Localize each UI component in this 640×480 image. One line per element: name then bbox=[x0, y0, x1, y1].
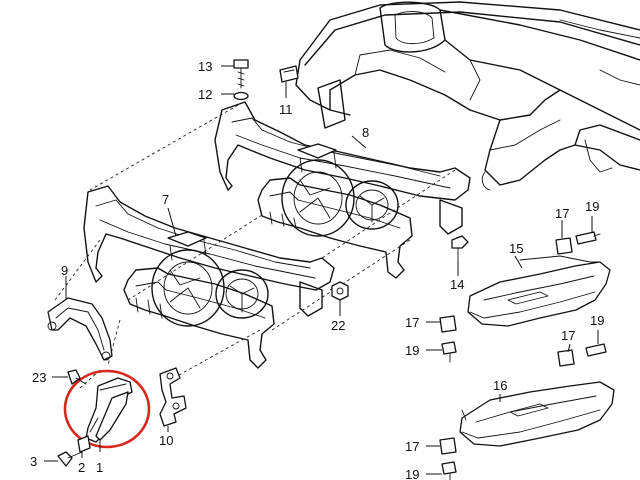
callout-13: 13 bbox=[198, 59, 212, 74]
washer-12-icon bbox=[233, 91, 249, 101]
callout-19-mid-right: 19 bbox=[590, 313, 604, 328]
callout-8: 8 bbox=[362, 125, 369, 140]
clip-17-icon bbox=[439, 437, 457, 455]
callout-14: 14 bbox=[450, 277, 464, 292]
clip-11-icon bbox=[279, 65, 299, 83]
underbody-panel-15 bbox=[467, 255, 611, 327]
clip-17-icon bbox=[555, 237, 573, 255]
strut-part-1 bbox=[85, 377, 133, 443]
lock-carrier-8 bbox=[214, 101, 471, 279]
callout-19-bottom-left: 19 bbox=[405, 467, 419, 480]
callout-23: 23 bbox=[32, 370, 46, 385]
screw-3-icon bbox=[57, 451, 83, 467]
callout-22: 22 bbox=[331, 318, 345, 333]
bracket-10 bbox=[159, 367, 187, 427]
callout-17-mid-left: 17 bbox=[405, 315, 419, 330]
callout-15: 15 bbox=[509, 241, 523, 256]
callout-7: 7 bbox=[162, 192, 169, 207]
callout-labels: 13 12 11 8 7 9 10 22 14 15 16 17 19 17 1… bbox=[30, 59, 604, 480]
bolt-14-icon bbox=[451, 235, 469, 263]
callout-17-top-right: 17 bbox=[555, 206, 569, 221]
callout-11: 11 bbox=[279, 102, 293, 117]
bolt-19-icon bbox=[585, 343, 607, 357]
callout-19-mid-left: 19 bbox=[405, 343, 419, 358]
bolt-19-icon bbox=[441, 461, 457, 480]
screw-13-icon bbox=[233, 59, 249, 89]
clip-2-icon bbox=[77, 435, 91, 453]
screw-23-icon bbox=[67, 369, 87, 385]
callout-9: 9 bbox=[61, 263, 68, 278]
bolt-19-icon bbox=[441, 341, 457, 363]
callout-12: 12 bbox=[198, 87, 212, 102]
callout-17-bottom-left: 17 bbox=[405, 439, 419, 454]
callout-17-mid-right: 17 bbox=[561, 328, 575, 343]
clip-17-icon bbox=[557, 349, 575, 367]
bolt-19-icon bbox=[575, 231, 597, 245]
car-body-front-structure bbox=[295, 1, 640, 191]
assembly-guide-lines bbox=[54, 104, 456, 389]
callout-3: 3 bbox=[30, 454, 37, 469]
highlight-circle bbox=[63, 369, 151, 449]
callout-10: 10 bbox=[159, 433, 173, 448]
lock-carrier-7 bbox=[83, 185, 335, 369]
leader-lines bbox=[44, 65, 599, 475]
nut-22-icon bbox=[331, 281, 349, 301]
callout-2: 2 bbox=[78, 460, 85, 475]
underbody-panel-16 bbox=[459, 381, 615, 447]
callout-19-top-right: 19 bbox=[585, 199, 599, 214]
clip-17-icon bbox=[439, 315, 457, 333]
bracket-9 bbox=[47, 297, 113, 361]
callout-16: 16 bbox=[493, 378, 507, 393]
callout-1: 1 bbox=[96, 460, 103, 475]
